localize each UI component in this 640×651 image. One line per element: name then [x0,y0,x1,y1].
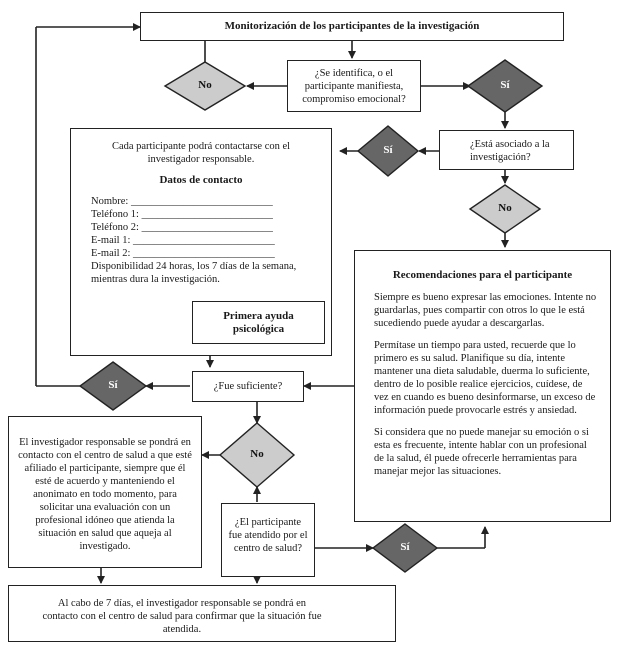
yes-diamond-attended [371,523,439,573]
associated-question-text: ¿Está asociado a la investigación? [470,139,550,163]
contact-intro: Cada participante podrá contactarse con … [111,141,291,165]
no-label: No [498,202,512,214]
recommendations-heading: Recomendaciones para el participante [392,269,573,281]
title-text: Monitorización de los participantes de l… [224,20,480,32]
attended-question-text: ¿El participante fue atendido por el cen… [228,517,308,554]
no-label: No [198,79,212,91]
no-diamond-sufficient [218,422,296,488]
yes-diamond-identify [466,59,544,113]
contact-email1-field: E-mail 1: ___________________________ [91,235,275,246]
contact-phone1-field: Teléfono 1: _________________________ [91,209,273,220]
title-box: Monitorización de los participantes de l… [140,12,564,41]
yes-label: Sí [108,379,118,391]
contact-availability: Disponibilidad 24 horas, los 7 días de l… [91,261,297,285]
no-diamond-associated [468,184,542,234]
first-aid-box: Primera ayuda psicológica [192,301,325,344]
identify-question-box: ¿Se identifica, o el participante manifi… [287,60,421,112]
investigator-text: El investigador responsable se pondrá en… [18,437,192,552]
followup-box: Al cabo de 7 días, el investigador respo… [8,585,396,642]
no-label: No [250,448,264,460]
yes-diamond-sufficient [78,361,148,411]
recommendation-paragraph: Siempre es bueno expresar las emociones.… [374,292,597,329]
recommendations-body: Siempre es bueno expresar las emociones.… [374,291,598,487]
identify-question-text: ¿Se identifica, o el participante manifi… [302,68,406,105]
contact-fields: Nombre: ___________________________ Telé… [91,195,275,260]
recommendations-box: Recomendaciones para el participante Sie… [354,250,611,522]
associated-question-box: ¿Está asociado a la investigación? [439,130,574,170]
contact-box: Cada participante podrá contactarse con … [70,128,332,356]
first-aid-text: Primera ayuda psicológica [223,310,294,335]
yes-label: Sí [400,541,410,553]
sufficient-question-text: ¿Fue suficiente? [213,381,283,392]
contact-heading: Datos de contacto [159,174,243,186]
no-diamond-identify [163,61,247,111]
contact-name-field: Nombre: ___________________________ [91,196,273,207]
recommendation-paragraph: Permítase un tiempo para usted, recuerde… [374,340,596,416]
investigator-box: El investigador responsable se pondrá en… [8,416,202,568]
sufficient-question-box: ¿Fue suficiente? [192,371,304,402]
recommendation-paragraph: Si considera que no puede manejar su emo… [374,427,589,477]
contact-phone2-field: Teléfono 2: _________________________ [91,222,273,233]
followup-text: Al cabo de 7 días, el investigador respo… [42,598,322,635]
yes-diamond-associated [356,125,420,177]
attended-question-box: ¿El participante fue atendido por el cen… [221,503,315,577]
yes-label: Sí [383,144,393,156]
yes-label: Sí [500,79,510,91]
contact-email2-field: E-mail 2: ___________________________ [91,248,275,259]
